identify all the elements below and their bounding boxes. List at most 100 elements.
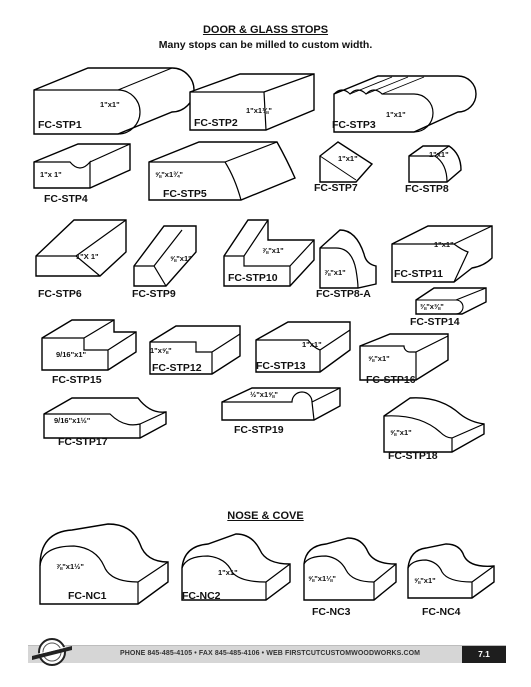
profile-dimension: ⅝"x1": [414, 576, 436, 585]
profile-fc-stp15: 9/16"x1" FC-STP15: [38, 316, 148, 388]
profile-dimension: 1"x1": [429, 150, 449, 159]
profile-fc-stp18: ⅝"x1" FC-STP18: [380, 394, 490, 468]
profile-drawing: [303, 537, 397, 601]
profile-dimension: 1"x1": [218, 568, 238, 577]
profile-fc-stp2: 1"x1⅛" FC-STP2: [186, 70, 326, 132]
profile-dimension: 9/16"x1": [56, 350, 87, 359]
profile-name: FC-STP13: [256, 360, 306, 372]
profile-dimension: ⅝"x1⅛": [308, 574, 336, 583]
profile-name: FC-STP8-A: [316, 288, 371, 300]
profile-drawing: [33, 143, 131, 189]
profile-fc-stp6: 1"X 1" FC-STP6: [30, 216, 140, 302]
profile-name: FC-STP7: [314, 182, 358, 194]
profile-name: FC-STP18: [388, 450, 438, 462]
profile-drawing: [408, 145, 462, 183]
profile-dimension: ⅞"x1": [262, 246, 284, 255]
profile-fc-stp12: 1"x⅝" FC-STP12: [146, 322, 246, 384]
profile-dimension: 1"x⅝": [150, 346, 172, 355]
profile-dimension: 1"X 1": [76, 252, 99, 261]
profile-name: FC-STP17: [58, 436, 108, 448]
profile-name: FC-NC1: [68, 590, 107, 602]
page-number: 7.1: [462, 646, 506, 663]
profile-drawing: [333, 75, 477, 133]
profile-name: FC-STP15: [52, 374, 102, 386]
profile-drawing: [391, 225, 493, 283]
profile-fc-stp7: 1"x1" FC-STP7: [314, 140, 386, 198]
profile-dimension: ⅝"x1": [368, 354, 390, 363]
profile-dimension: ½"x1⅝": [250, 390, 278, 399]
profile-fc-stp5: ⅝"x1¾" FC-STP5: [145, 138, 305, 204]
profile-dimension: ⅝"x1": [170, 254, 192, 263]
section-heading-nose-cove: NOSE & COVE: [227, 510, 304, 522]
profile-dimension: 1"x1⅛": [246, 106, 272, 115]
profile-drawing: [189, 73, 315, 131]
profile-fc-nc2: 1"x1" FC-NC2: [178, 530, 298, 608]
profile-drawing: [383, 397, 485, 453]
profile-fc-nc3: ⅝"x1⅛" FC-NC3: [300, 534, 404, 620]
profile-drawing: [221, 387, 341, 421]
profile-name: FC-STP4: [44, 193, 88, 205]
profile-dimension: 9/16"x1½": [54, 416, 91, 425]
profile-fc-nc4: ⅝"x1" FC-NC4: [404, 540, 504, 622]
profile-fc-stp14: ⅜"x⅜" FC-STP14: [410, 284, 492, 330]
profile-dimension: ⅜"x⅜": [420, 302, 444, 311]
profile-drawing: [415, 287, 487, 315]
profile-name: FC-STP19: [234, 424, 284, 436]
profile-name: FC-STP12: [152, 362, 202, 374]
profile-name: FC-STP10: [228, 272, 278, 284]
profile-name: FC-STP9: [132, 288, 176, 300]
profile-name: FC-STP11: [394, 268, 444, 280]
profile-drawing: [41, 319, 137, 371]
profile-drawing: [133, 225, 197, 287]
page-subtitle: Many stops can be milled to custom width…: [158, 39, 373, 51]
profile-drawing: [407, 543, 495, 599]
profile-drawing: [181, 533, 291, 601]
profile-name: FC-STP16: [366, 374, 416, 386]
profile-fc-stp11: 1"x1" FC-STP11: [388, 222, 498, 284]
footer-contact: PHONE 845-485-4105 • FAX 845-485-4106 • …: [120, 650, 421, 657]
profile-dimension: ⅞"x1½": [56, 562, 84, 571]
profile-fc-stp4: 1"x 1" FC-STP4: [30, 140, 145, 206]
profile-fc-stp8-a: ⅞"x1" FC-STP8-A: [316, 226, 396, 304]
profile-name: FC-STP2: [194, 117, 238, 129]
profile-drawing: [43, 397, 167, 439]
profile-fc-stp16: ⅝"x1" FC-STP16: [356, 330, 456, 390]
profile-fc-stp10: ⅞"x1" FC-STP10: [220, 216, 320, 288]
profile-drawing: [39, 523, 169, 605]
profile-drawing: [319, 141, 374, 183]
profile-name: FC-STP6: [38, 288, 82, 300]
profile-fc-stp3: 1"x1" FC-STP3: [330, 72, 480, 134]
profile-fc-stp17: 9/16"x1½" FC-STP17: [40, 394, 176, 450]
profile-dimension: 1"x1": [302, 340, 322, 349]
profile-drawing: [149, 325, 241, 375]
profile-fc-nc1: ⅞"x1½" FC-NC1: [36, 522, 176, 608]
footer-bar: PHONE 845-485-4105 • FAX 845-485-4106 • …: [28, 645, 506, 663]
profile-name: FC-STP8: [405, 183, 449, 195]
profile-dimension: 1"x 1": [40, 170, 62, 179]
profile-name: FC-STP5: [163, 188, 207, 200]
profile-name: FC-STP14: [410, 316, 460, 328]
profile-name: FC-STP1: [38, 119, 82, 131]
profile-dimension: ⅝"x1": [390, 428, 412, 437]
profile-fc-stp9: ⅝"x1" FC-STP9: [130, 222, 210, 302]
profile-drawing: [319, 229, 377, 289]
profile-fc-stp8: 1"x1" FC-STP8: [405, 142, 475, 198]
profile-dimension: 1"x1": [386, 110, 406, 119]
profile-dimension: ⅝"x1¾": [155, 170, 183, 179]
profile-name: FC-NC4: [422, 606, 461, 618]
profile-fc-stp1: 1"x1" FC-STP1: [30, 62, 195, 135]
profile-drawing: [223, 219, 315, 287]
profile-dimension: 1"x1": [338, 154, 358, 163]
profile-drawing: [35, 219, 127, 277]
profile-drawing: [148, 141, 296, 201]
company-logo-icon: [30, 636, 74, 668]
profile-name: FC-STP3: [332, 119, 376, 131]
profile-fc-stp19: ½"x1⅝" FC-STP19: [218, 384, 348, 444]
profile-dimension: ⅞"x1": [324, 268, 346, 277]
profile-name: FC-NC3: [312, 606, 351, 618]
profile-name: FC-NC2: [182, 590, 221, 602]
profile-dimension: 1"x1": [434, 240, 454, 249]
profile-drawing: [359, 333, 449, 381]
profile-fc-stp13: 1"x1" FC-STP13: [252, 318, 356, 380]
profile-dimension: 1"x1": [100, 100, 120, 109]
